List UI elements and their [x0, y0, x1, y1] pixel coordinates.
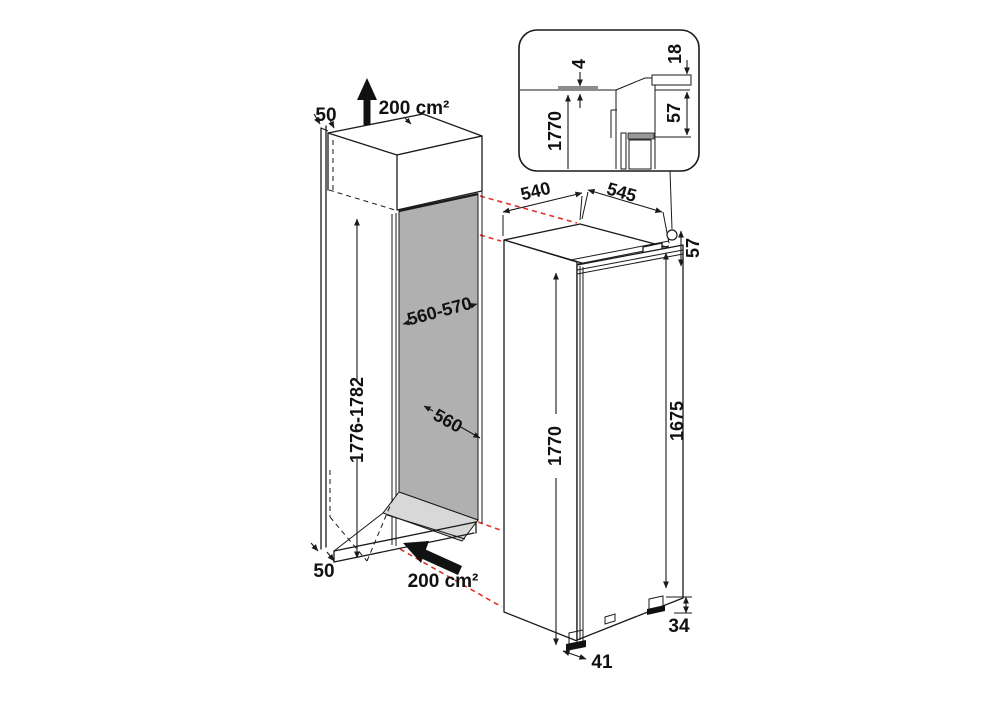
niche-floor-panel — [382, 491, 479, 542]
inset-detail: 4 1770 18 57 — [518, 29, 700, 241]
dim-top-clearance-arrow-2 — [328, 117, 335, 129]
dim-top-clearance: 50 — [315, 105, 336, 126]
dim-base-height: 34 — [668, 616, 690, 637]
guide-bottom-left — [399, 548, 503, 608]
niche-top-edge — [398, 192, 479, 213]
inset-hinge-cap — [627, 132, 655, 140]
airflow-up-arrow — [357, 78, 377, 125]
plinth-hidden-back — [366, 498, 394, 562]
dim-top-depth-left: 540 — [519, 178, 553, 205]
inset-dim-top-gap: 4 — [569, 59, 589, 69]
dim-540-line — [502, 191, 583, 214]
inset-dim-niche-height: 1770 — [545, 111, 565, 151]
dim-niche-width-line-2 — [469, 302, 478, 309]
guide-top-right — [479, 195, 578, 224]
dim-bottom-clearance-arrow-1 — [310, 542, 319, 552]
niche-back-panel — [398, 193, 479, 521]
appliance-door-face — [576, 244, 684, 641]
dim-niche-height: 1776-1782 — [347, 377, 367, 463]
wall-top-edge — [320, 127, 329, 132]
inset-hinge-bracket — [610, 109, 617, 138]
inset-door-slab — [628, 139, 652, 170]
top-vent-pointer — [404, 117, 412, 125]
dim-top-offset: 57 — [683, 238, 703, 258]
guide-top-left — [401, 212, 502, 242]
inset-dim-door-offset: 57 — [664, 103, 684, 123]
dim-top-vent-area: 200 cm² — [379, 98, 450, 119]
dim-niche-width-line-1 — [402, 319, 412, 326]
vent-box-hidden-bottom — [328, 189, 396, 211]
plinth-top-edge — [333, 521, 477, 552]
plinth-side-edge — [333, 512, 384, 552]
appliance-drawing: 540 545 57 1770 1675 34 41 — [502, 178, 703, 673]
dim-base-depth: 41 — [591, 652, 613, 673]
dim-niche-depth-line-1 — [423, 405, 434, 412]
top-recess-line-1 — [559, 240, 670, 263]
dim-545-ext-1 — [581, 191, 589, 220]
inset-top-step — [651, 74, 692, 86]
plinth-hidden-diagonal — [329, 516, 368, 562]
inset-cover-plate — [558, 86, 598, 90]
airflow-in-arrow — [403, 541, 462, 575]
dim-540-ext-2 — [579, 195, 583, 221]
dim-top-depth-right: 545 — [604, 178, 638, 206]
callout-marker — [666, 229, 678, 241]
dim-bottom-vent-area: 200 cm² — [408, 571, 479, 592]
dim-top-clearance-arrow-1 — [313, 113, 321, 125]
niche-floor-inner-line — [386, 514, 466, 540]
callout-line — [669, 170, 673, 230]
appliance-feet — [566, 595, 665, 651]
inset-sloped-cover — [615, 77, 652, 91]
dim-bottom-clearance-arrow-2 — [326, 551, 335, 562]
dim-door-height: 1675 — [667, 401, 687, 441]
dim-41-line — [562, 650, 587, 660]
inset-dim-cover-height: 18 — [665, 44, 685, 64]
cabinet-drawing: 50 50 200 cm² 200 cm² 560-570 560 177 — [310, 78, 483, 592]
inset-door-liner — [620, 132, 627, 170]
appliance-left-face — [503, 239, 578, 642]
dim-bottom-clearance: 50 — [313, 561, 334, 582]
dim-niche-depth-line-2 — [458, 425, 481, 439]
dim-appliance-height: 1770 — [545, 426, 565, 466]
dim-545-line — [587, 189, 663, 213]
